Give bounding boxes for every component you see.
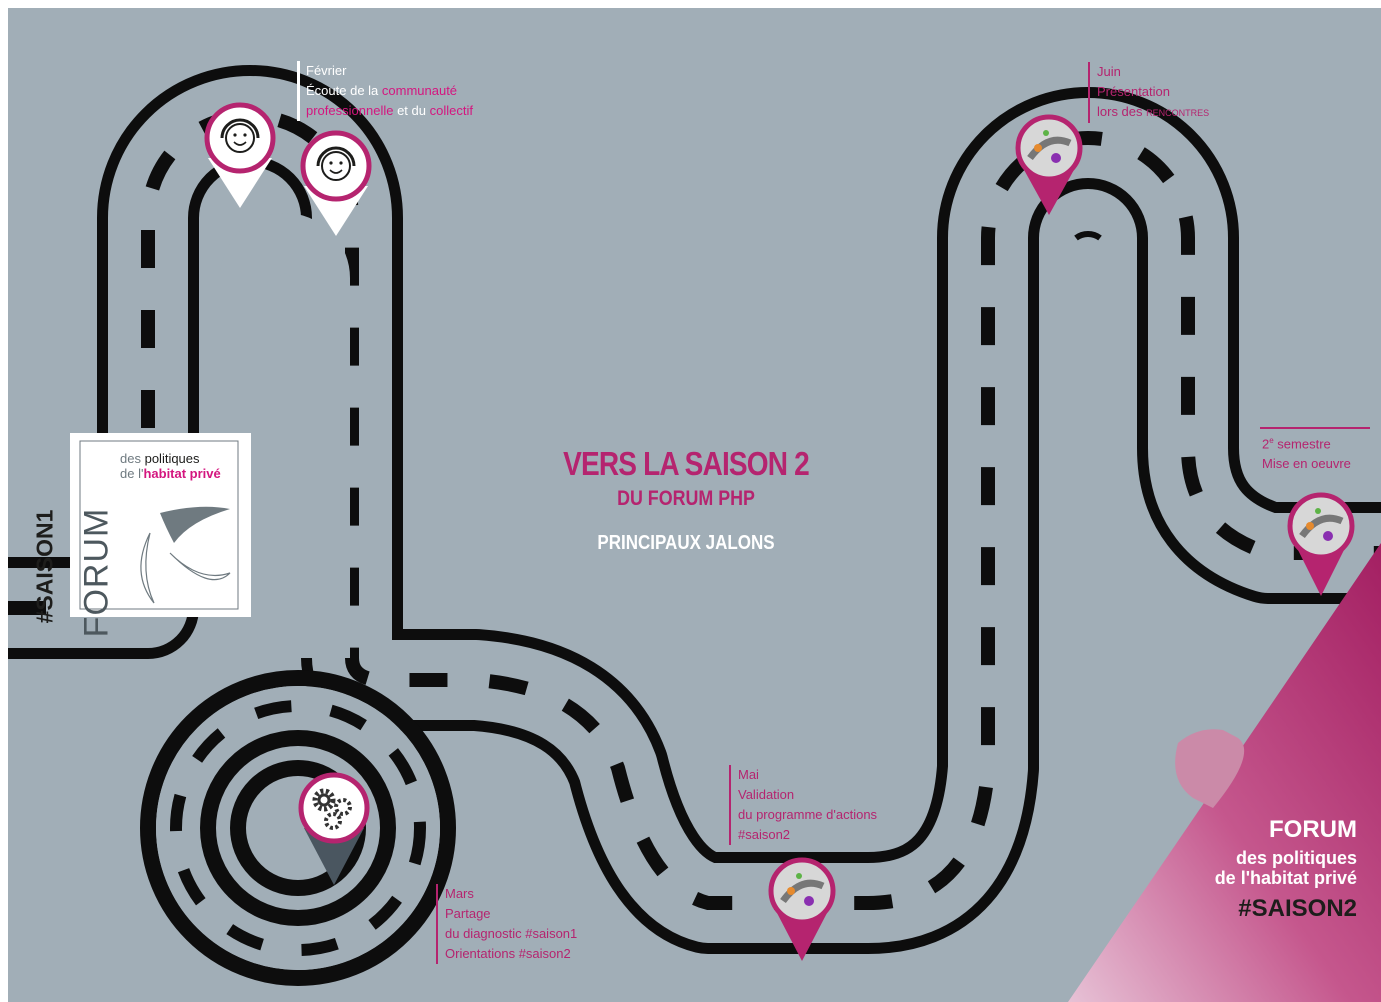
milestone-semestre: 2e semestre Mise en oeuvre [1262, 431, 1351, 474]
mars-line3: du diagnostic #saison1 [445, 924, 577, 944]
sub-title: DU FORUM PHP [559, 487, 814, 511]
fevrier-month: Février [306, 61, 473, 81]
mai-line4: #saison2 [738, 825, 877, 845]
logo-de-l: de l' [120, 466, 143, 481]
corner-line3: de l'habitat privé [1215, 868, 1357, 888]
mai-line3: du programme d'actions [738, 805, 877, 825]
mars-line4: Orientations #saison2 [445, 944, 577, 964]
road-map-pin-icon [771, 860, 833, 961]
road-map-pin-icon [1290, 495, 1352, 596]
juin-line2: Présentation [1097, 82, 1209, 102]
mars-line2: Partage [445, 904, 577, 924]
semestre-line2: Mise en oeuvre [1262, 454, 1351, 474]
headset-person-icon [303, 133, 369, 236]
milestone-juin: Juin Présentation lors des RENCONTRES [1088, 62, 1209, 123]
headset-person-icon [207, 105, 273, 208]
logo-des: des [120, 451, 141, 466]
main-title: VERS LA SAISON 2 [559, 445, 814, 483]
corner-saison2: #SAISON2 [1238, 895, 1357, 923]
mai-month: Mai [738, 765, 877, 785]
juin-rencontres: RENCONTRES [1146, 108, 1209, 118]
road-map-pin-icon [1018, 117, 1080, 215]
mars-month: Mars [445, 884, 577, 904]
juin-line3: lors des [1097, 104, 1146, 119]
milestone-mars: Mars Partage du diagnostic #saison1 Orie… [436, 884, 577, 964]
fevrier-professionnelle: professionnelle [306, 103, 393, 118]
fevrier-communaute: communauté [382, 83, 457, 98]
fevrier-line2: Écoute de la [306, 83, 382, 98]
milestone-mai: Mai Validation du programme d'actions #s… [729, 765, 877, 845]
logo-politiques: politiques [145, 451, 200, 466]
logo-habitat: habitat privé [143, 466, 220, 481]
forum-logo: FORUM des politiques de l'habitat privé [70, 433, 251, 617]
corner-line2: des politiques [1236, 848, 1357, 868]
gears-icon [301, 775, 367, 885]
semestre-rest: semestre [1274, 436, 1331, 451]
fevrier-collectif: collectif [430, 103, 473, 118]
saison1-label: #SAISON1 [31, 510, 58, 624]
milestone-fevrier: Février Écoute de la communauté professi… [297, 61, 473, 121]
infographic-canvas: FORUM des politiques de l'habitat privé … [8, 8, 1381, 1002]
juin-month: Juin [1097, 62, 1209, 82]
fevrier-et-du: et du [393, 103, 429, 118]
corner-forum: FORUM [1269, 816, 1357, 844]
logo-forum-word: FORUM [77, 508, 116, 638]
mai-line2: Validation [738, 785, 877, 805]
section-title: PRINCIPAUX JALONS [559, 532, 814, 555]
